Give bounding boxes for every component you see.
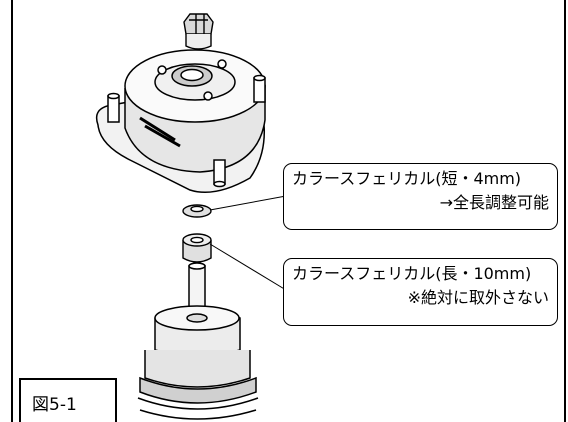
top-nut (183, 13, 214, 50)
upper-mount (95, 49, 266, 193)
leader-line-long (209, 243, 287, 291)
callout-long-note: ※絶対に取外さない (407, 288, 549, 307)
shock-absorber (137, 262, 259, 420)
long-collar (182, 233, 212, 263)
callout-short-collar: カラースフェリカル(短・4mm) →全長調整可能 (283, 163, 558, 230)
callout-long-title: カラースフェリカル(長・10mm) (292, 264, 532, 283)
leader-line-short (209, 195, 287, 211)
callout-short-title: カラースフェリカル(短・4mm) (292, 169, 522, 188)
short-collar (182, 204, 212, 218)
callout-long-collar: カラースフェリカル(長・10mm) ※絶対に取外さない (283, 258, 558, 326)
figure-label: 図5-1 (19, 378, 117, 422)
callout-short-note: →全長調整可能 (439, 193, 549, 212)
